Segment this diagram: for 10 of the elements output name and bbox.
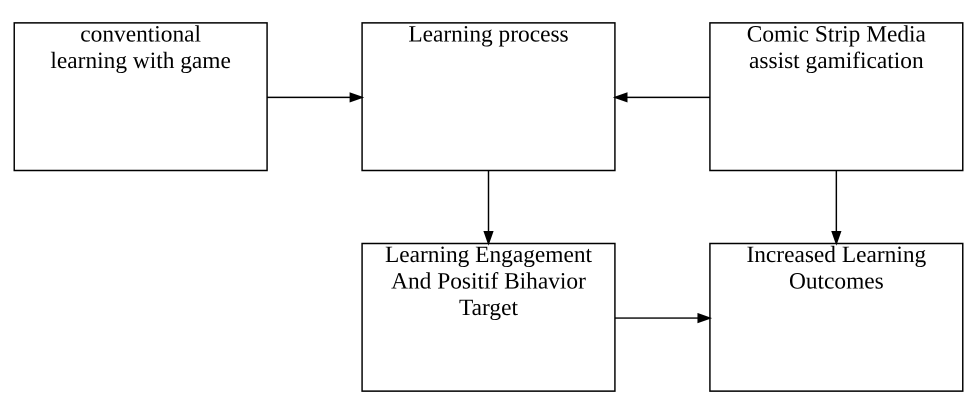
node-box: conventional learning with game (14, 22, 268, 172)
arrow (483, 170, 494, 246)
arrow (612, 92, 710, 102)
node-box: Comic Strip Media assist gamification (709, 22, 964, 172)
arrow (267, 92, 364, 102)
node-box: Learning Engagement And Positif Bihavior Target (361, 242, 616, 392)
node-box: Increased Learning Outcomes (709, 242, 964, 392)
arrow (615, 312, 712, 324)
node-box: Learning process (361, 22, 616, 172)
arrow (831, 170, 842, 246)
